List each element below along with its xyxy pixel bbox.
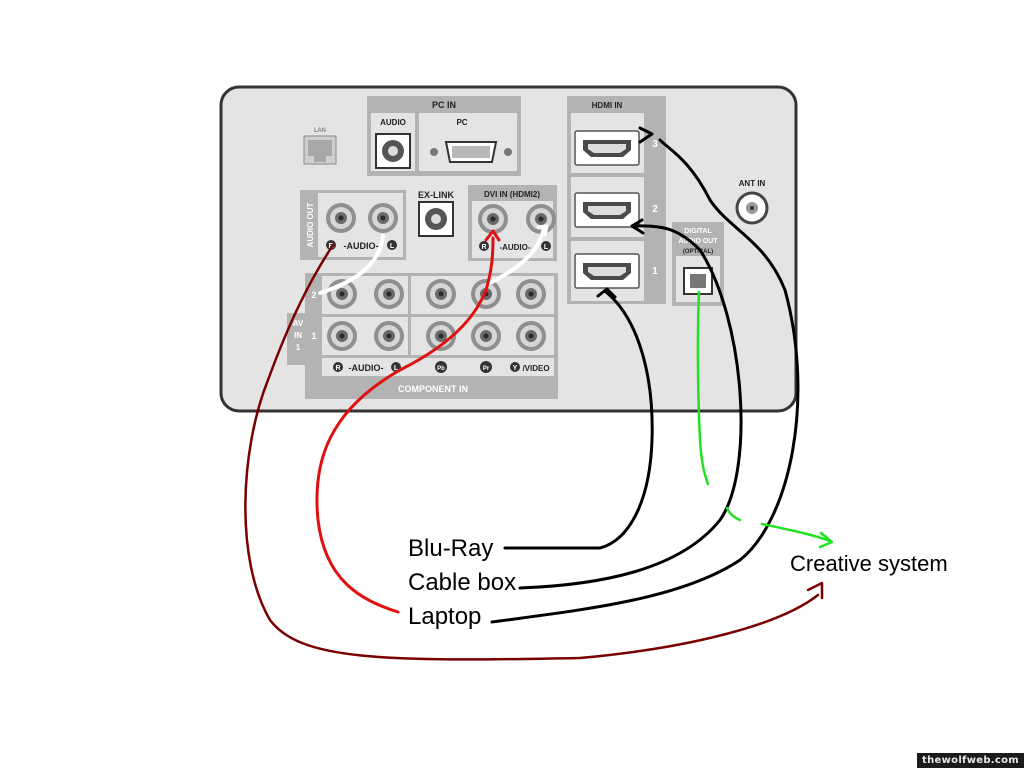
hdmi-num-2: 2	[652, 204, 658, 215]
pc-in-label: PC IN	[432, 100, 456, 110]
dvi-in-label: DVI IN (HDMI2)	[484, 190, 540, 199]
hdmi-port-2	[574, 192, 640, 228]
hdmi-port-3	[574, 130, 640, 166]
audio-out-optical-label: AUDIO OUT	[678, 238, 718, 245]
row-2-label: 2	[311, 290, 316, 300]
av-component-section: AV IN 1 2 1 R -AUDIO- L Pb Pr Y	[287, 273, 558, 399]
audio-out-cable	[244, 243, 820, 661]
audio-out-arrow	[806, 581, 824, 600]
hdmi-cable-cablebox	[518, 224, 743, 590]
creative-system-label: Creative system	[790, 551, 948, 576]
row-1-label: 1	[311, 331, 316, 341]
hdmi-in-label: HDMI IN	[592, 101, 623, 110]
dvi-l: L	[544, 244, 549, 251]
optical-out-section: DIGITAL AUDIO OUT (OPTICAL)	[672, 222, 724, 306]
hdmi-arrow-bluray	[596, 287, 617, 299]
hdmi-arrow-laptop	[638, 126, 654, 144]
dvi-r: R	[481, 244, 486, 251]
hdmi-in-section: HDMI IN 3 2 1	[567, 96, 666, 304]
audio-out-section: AUDIO OUT R -AUDIO- L	[300, 190, 406, 260]
pr-label: Pr	[483, 366, 490, 372]
pc-label: PC	[456, 118, 467, 127]
ex-link-port: EX-LINK	[418, 190, 455, 237]
ant-in-port: ANT IN	[735, 179, 769, 225]
watermark: thewolfweb.com	[917, 753, 1024, 768]
pc-in-section: PC IN AUDIO PC	[367, 96, 521, 176]
dvi-in-section: DVI IN (HDMI2) R -AUDIO- L	[468, 185, 557, 261]
video-label: /VIDEO	[522, 364, 549, 373]
lan-label: LAN	[314, 128, 326, 134]
comp-r: R	[335, 365, 340, 372]
laptop-audio-cable	[315, 236, 495, 614]
vga-port	[430, 141, 512, 163]
y-label: Y	[513, 365, 518, 372]
ant-in-label: ANT IN	[739, 179, 766, 188]
laptop-label: Laptop	[408, 603, 481, 630]
lan-port: LAN	[303, 128, 337, 165]
digital-label: DIGITAL	[684, 228, 712, 235]
white-arrow-dvi	[536, 224, 549, 237]
component-in-label: COMPONENT IN	[398, 384, 468, 394]
comp-audio: -AUDIO-	[349, 363, 384, 373]
optical-arrow	[818, 531, 834, 549]
audio-out-label: AUDIO OUT	[306, 202, 315, 247]
in-label: IN	[294, 331, 302, 340]
tv-back-panel: LAN PC IN AUDIO PC HDMI IN	[219, 85, 798, 413]
white-cable-audio-out	[318, 234, 385, 295]
comp-l: L	[394, 365, 399, 372]
laptop-audio-arrow	[484, 229, 501, 242]
dvi-audio: -AUDIO-	[499, 243, 530, 252]
cable-box-label: Cable box	[408, 569, 516, 596]
optical-label: (OPTICAL)	[683, 249, 713, 255]
optical-cable	[696, 290, 832, 543]
cables	[244, 126, 834, 661]
pb-label: Pb	[437, 366, 445, 372]
white-cable-dvi	[488, 226, 546, 285]
hdmi-cable-bluray	[503, 290, 654, 550]
ex-link-label: EX-LINK	[418, 190, 455, 200]
hdmi-arrow-cablebox	[630, 218, 645, 235]
av-label: AV	[293, 319, 304, 328]
bluray-label: Blu-Ray	[408, 535, 493, 562]
hdmi-num-3: 3	[652, 139, 658, 150]
hdmi-num-1: 1	[652, 266, 658, 277]
audio-label: AUDIO	[380, 118, 406, 127]
in-1-label: 1	[296, 343, 301, 352]
audio-out-audio: -AUDIO-	[344, 241, 379, 251]
audio-out-l: L	[390, 243, 395, 250]
hdmi-cable-laptop	[490, 138, 800, 624]
hdmi-port-1	[574, 253, 640, 289]
